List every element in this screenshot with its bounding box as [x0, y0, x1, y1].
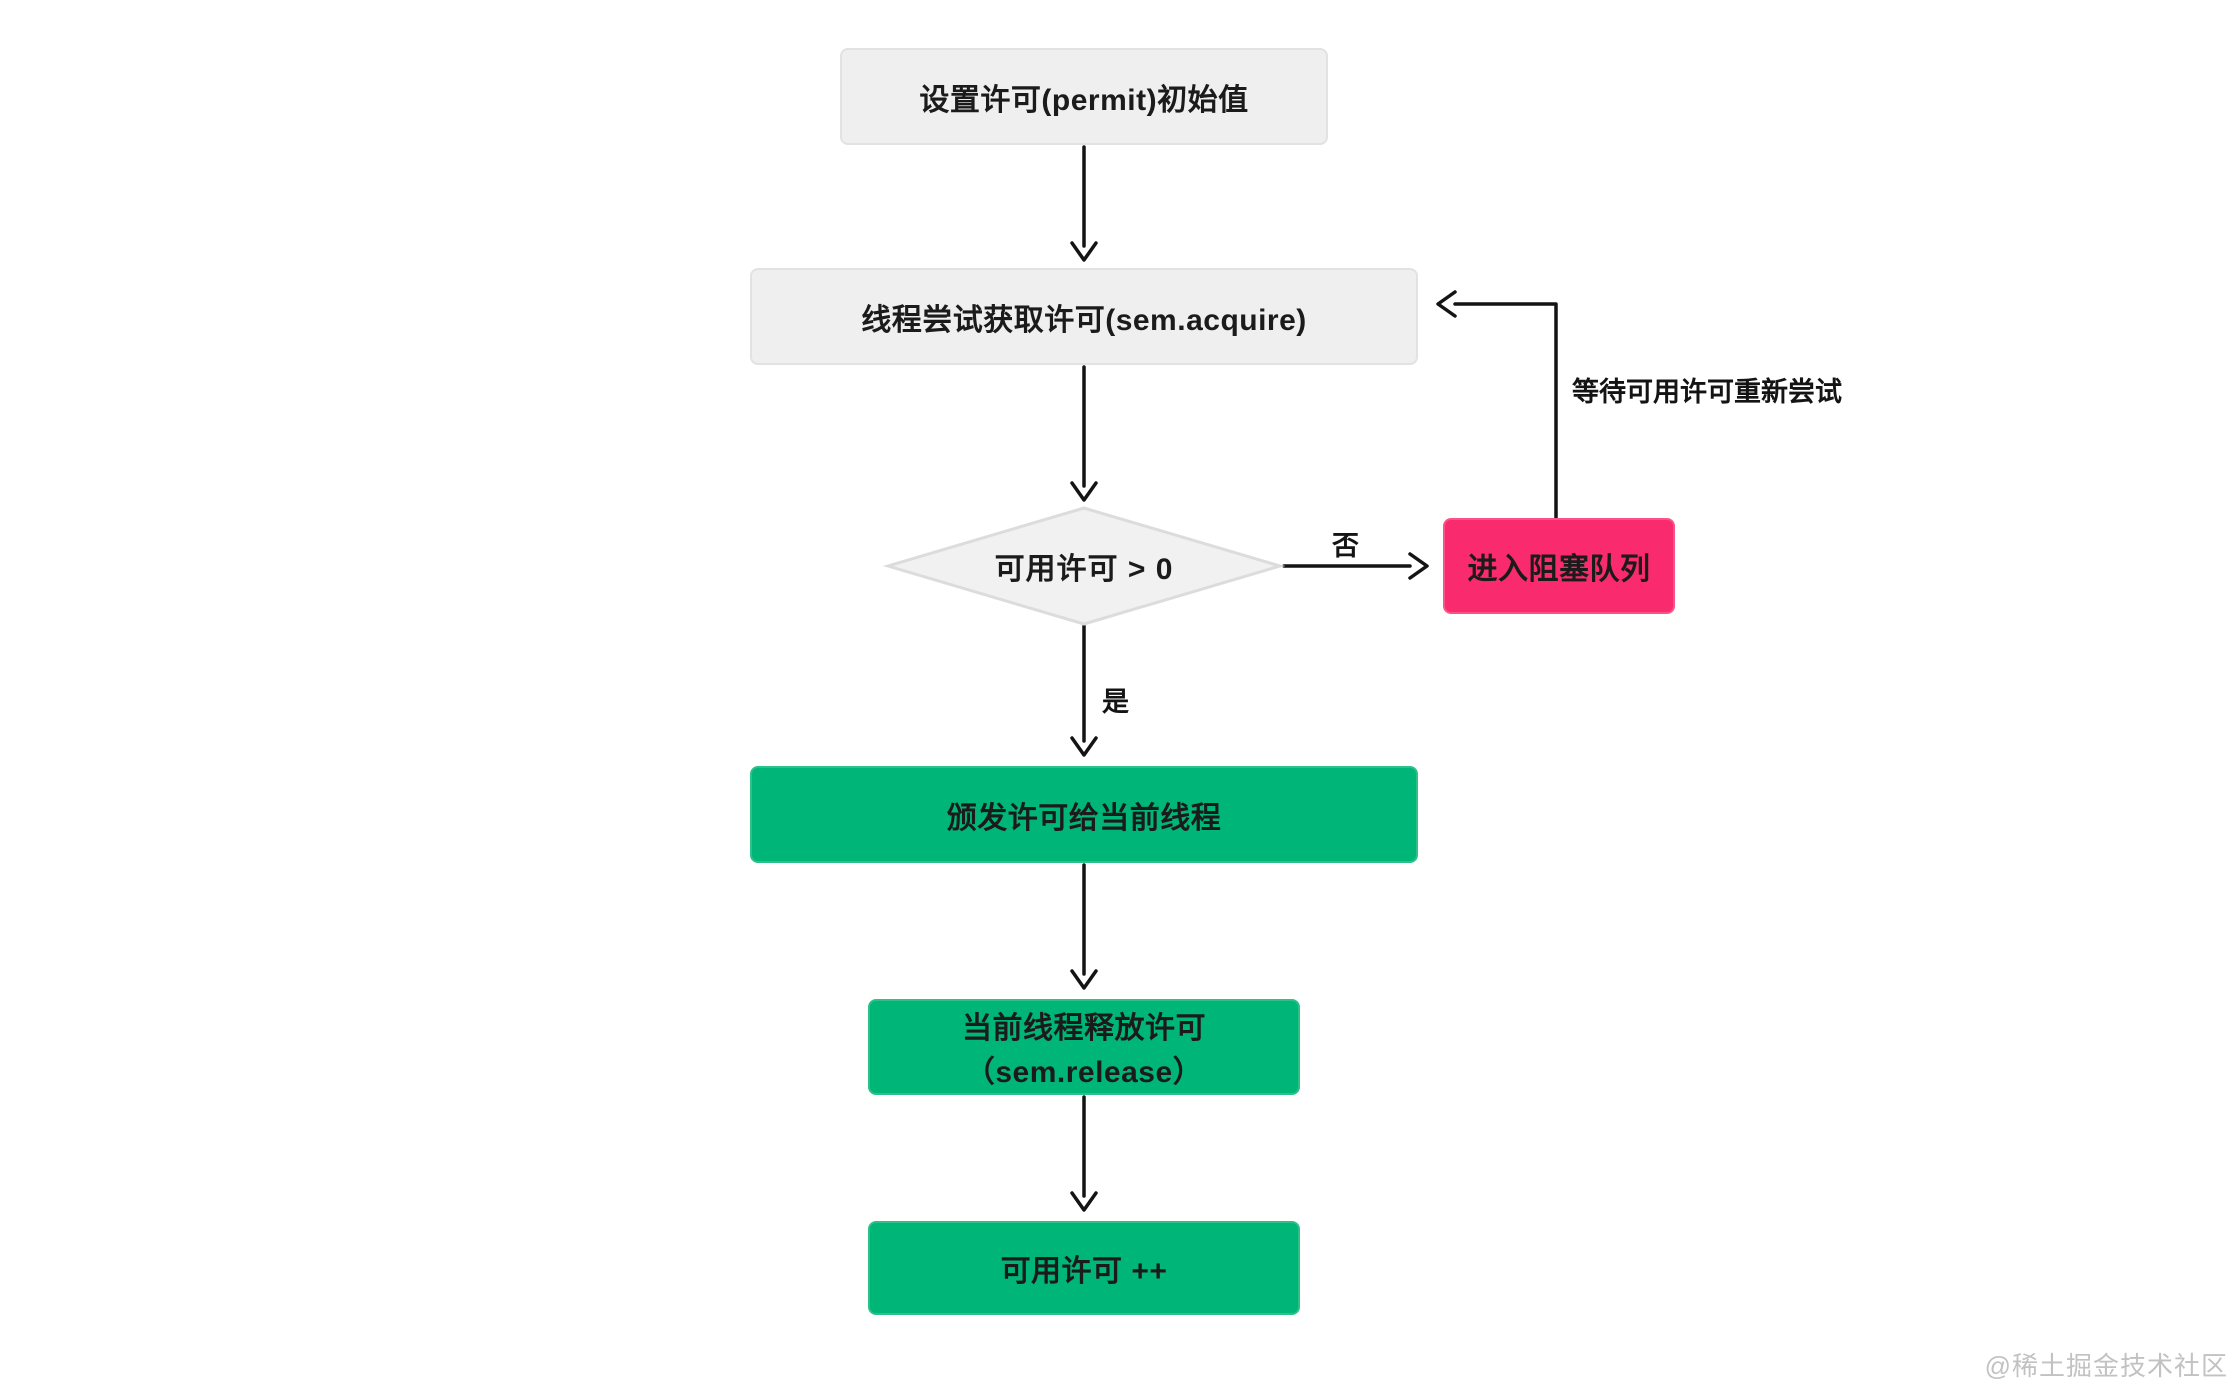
node-acquire: 线程尝试获取许可(sem.acquire): [750, 268, 1418, 365]
arrow-left-icon: [1436, 290, 1457, 318]
arrow-down-icon: [1070, 1191, 1098, 1212]
edge-grant-release: [1070, 863, 1098, 990]
watermark: @稀土掘金技术社区: [1984, 1351, 2228, 1381]
arrow-down-icon: [1070, 969, 1098, 990]
arrow-right-icon: [1408, 552, 1429, 580]
edge-decision-blocked: [1282, 552, 1429, 580]
node-decision-label: 可用许可 > 0: [994, 553, 1174, 586]
edge-init-acquire: [1070, 145, 1098, 262]
decision-diamond-shape: [882, 506, 1286, 626]
arrow-down-icon: [1070, 736, 1098, 757]
edge-acquire-decision: [1070, 365, 1098, 502]
edge-blocked-acquire-loop: [1436, 290, 1558, 520]
node-blocked: 进入阻塞队列: [1443, 518, 1675, 614]
edge-label-retry: 等待可用许可重新尝试: [1572, 377, 1842, 407]
node-init: 设置许可(permit)初始值: [840, 48, 1328, 145]
node-increment: 可用许可 ++: [868, 1221, 1300, 1315]
node-release: 当前线程释放许可（sem.release）: [868, 999, 1300, 1095]
edge-label-no: 否: [1332, 531, 1359, 561]
edge-decision-grant: [1070, 624, 1098, 757]
edge-label-yes: 是: [1102, 687, 1129, 717]
arrow-down-icon: [1070, 481, 1098, 502]
edge-release-increment: [1070, 1095, 1098, 1212]
node-grant: 颁发许可给当前线程: [750, 766, 1418, 863]
arrow-down-icon: [1070, 241, 1098, 262]
